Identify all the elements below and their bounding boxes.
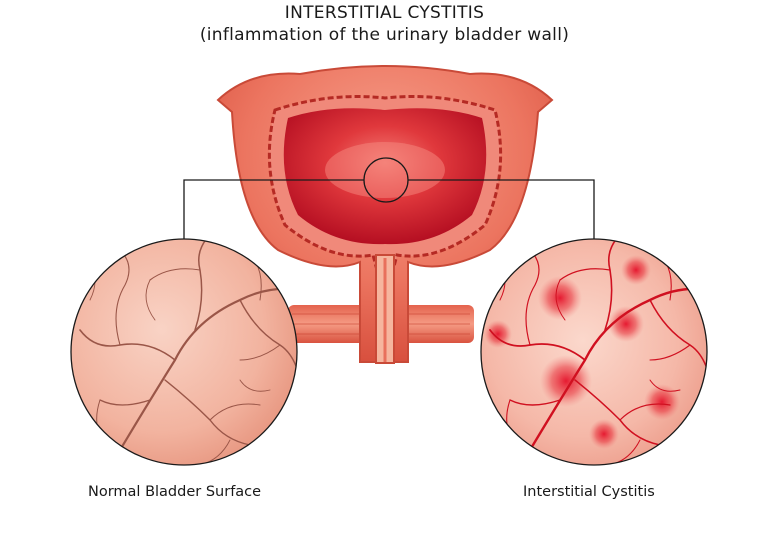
lesion [589,419,619,449]
callout-lines [183,157,595,240]
lesion [608,306,644,342]
interstitial-cystitis-label: Interstitial Cystitis [523,484,655,500]
magnifier-circle [363,157,409,203]
diagram-subtitle: (inflammation of the urinary bladder wal… [199,25,570,45]
inflamed-surface-circle [480,238,708,466]
bladder [216,65,554,364]
lesion [484,320,512,348]
normal-surface-label: Normal Bladder Surface [88,484,262,500]
lesion [644,384,680,420]
lesion [538,276,582,320]
lesion [621,255,651,285]
diagram-title: INTERSTITIAL CYSTITIS [284,3,485,23]
normal-surface-circle [70,238,298,466]
